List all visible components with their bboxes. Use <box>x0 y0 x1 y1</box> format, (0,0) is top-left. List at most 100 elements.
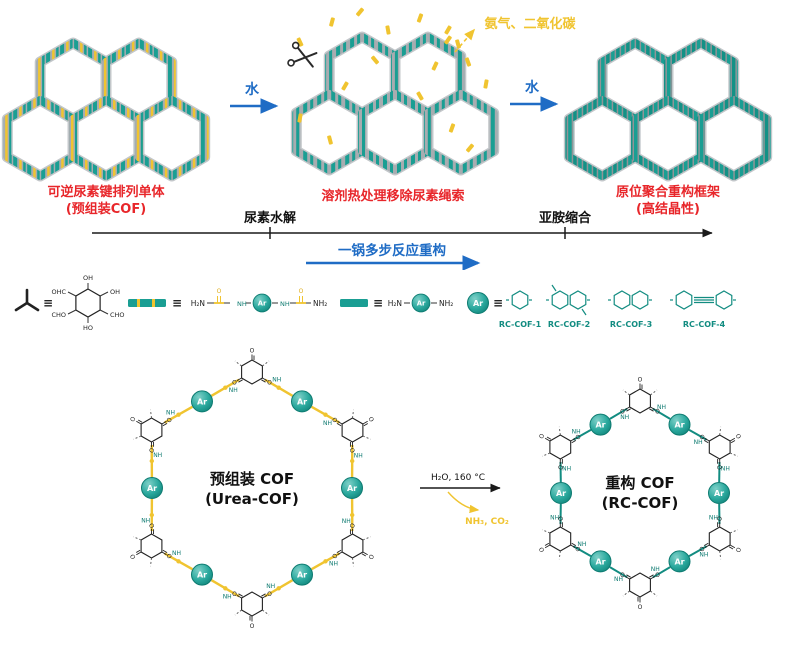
urea-fragment <box>416 91 424 101</box>
ar-node <box>291 390 313 413</box>
nh-label: NH <box>329 561 338 568</box>
nh-label: NH <box>577 541 586 548</box>
urea-linker-structure: H₂N O NH NH O NH₂ <box>191 288 327 313</box>
nh-label: NH <box>153 452 162 459</box>
carbonyl-group <box>223 586 228 591</box>
urea-cof-title-line1: 预组装 COF <box>210 470 294 488</box>
carbonyl-o-label: O <box>299 288 304 295</box>
tfp-unit <box>528 513 584 570</box>
macrocycle-panel: NH NH NH NH NH NH NH NH NH NH NH NH NH NH NH NH NH NH NH N… <box>119 346 752 630</box>
ar-node <box>252 293 272 313</box>
nh-label: NH <box>550 515 559 522</box>
ar-node <box>467 292 489 314</box>
tfp-unit <box>696 513 752 570</box>
nh-label: NH <box>651 566 660 573</box>
rc-cof-3-label: RC-COF-3 <box>610 320 652 329</box>
nh-label: NH <box>266 583 275 590</box>
urea-cof-title-line2: (Urea-COF) <box>205 490 299 508</box>
ar-node <box>589 550 612 573</box>
urea-strut-icon <box>128 299 166 307</box>
nh-label: NH <box>141 518 150 525</box>
ar-node <box>411 293 431 313</box>
nh-label: NH <box>229 387 238 394</box>
nh-label: NH <box>342 518 351 525</box>
cho-label: CHO <box>51 311 66 319</box>
urea-fragment <box>444 35 452 45</box>
urea-fragment <box>329 17 335 27</box>
ar-node <box>291 563 313 586</box>
nh-label: NH <box>562 465 571 472</box>
rc-cof-4-label: RC-COF-4 <box>683 320 726 329</box>
aryl-option-4: RC-COF-4 <box>670 290 738 329</box>
nh-label: NH <box>280 300 290 308</box>
urea-fragment <box>296 37 304 47</box>
ohc-label: OHC <box>51 288 66 296</box>
rc-cof-title-line2: (RC-COF) <box>602 494 679 512</box>
nh-label: NH <box>354 452 363 459</box>
nh-label: NH <box>223 593 232 600</box>
caption-preassembled-line1: 可逆尿素键排列单体 <box>47 184 165 200</box>
ar-node <box>708 482 730 504</box>
nh-label: NH <box>572 428 581 435</box>
nh-label: NH <box>721 466 730 473</box>
tritopic-node-icon <box>14 288 40 312</box>
caption-preassembled-line2: (预组装COF) <box>66 201 146 217</box>
carbonyl-group <box>149 512 154 518</box>
aryl-option-1: RC-COF-1 <box>499 290 542 329</box>
reconstructed-cof-structure <box>569 43 766 176</box>
nh-label: NH <box>166 409 175 416</box>
ho-label: HO <box>83 324 93 332</box>
water-label-1: 水 <box>245 81 260 98</box>
tfp-unit <box>119 520 175 577</box>
nh-label: NH <box>709 515 718 522</box>
carbonyl-group <box>276 385 281 390</box>
ar-node <box>589 413 612 436</box>
tfp-unit <box>329 399 385 456</box>
scissors-icon <box>287 41 318 68</box>
ar-node <box>191 390 213 413</box>
oh-label: OH <box>110 288 120 296</box>
legend-panel: ≡ OH OHC CHO HO OH CHO ≡ H₂N <box>14 274 738 332</box>
urea-fragment <box>431 61 439 71</box>
caption-solvothermal: 溶剂热处理移除尿素绳索 <box>321 188 464 204</box>
equivalence-sign: ≡ <box>373 296 383 310</box>
water-label-2: 水 <box>525 79 540 96</box>
oh-label: OH <box>83 274 93 282</box>
ar-node <box>668 550 691 573</box>
urea-fragment <box>370 55 380 65</box>
cho-label: CHO <box>110 311 125 319</box>
nh-label: NH <box>272 377 281 384</box>
ar-node <box>191 563 213 586</box>
nh-label: NH <box>620 414 629 421</box>
urea-fragment <box>448 123 456 133</box>
carbonyl-group <box>149 458 154 464</box>
rc-cof-title-line1: 重构 COF <box>605 474 674 492</box>
urea-fragment <box>341 81 349 91</box>
tfp-unit <box>528 416 584 473</box>
preassembled-cof-structure <box>7 43 204 176</box>
equivalence-sign: ≡ <box>172 296 182 310</box>
caption-reconstructed-line2: (高结晶性) <box>636 201 700 217</box>
carbonyl-o-label: O <box>217 288 222 295</box>
urea-fragment <box>416 13 424 23</box>
stage-urea-hydrolysis: 尿素水解 <box>244 210 296 226</box>
amine-strut-icon <box>340 299 368 307</box>
byproduct-arrow <box>447 491 480 514</box>
nh-label: NH <box>699 552 708 559</box>
equivalence-sign: ≡ <box>43 296 53 310</box>
ar-node <box>550 482 572 504</box>
rc-cof-1-label: RC-COF-1 <box>499 320 542 329</box>
solvothermal-cof-structure <box>296 37 493 170</box>
carbonyl-group <box>350 458 355 464</box>
equivalence-sign: ≡ <box>493 296 503 310</box>
tfp-unit <box>696 416 752 473</box>
carbonyl-group <box>176 412 181 417</box>
nh-label: NH <box>172 550 181 557</box>
urea-fragment <box>327 135 333 145</box>
urea-fragment <box>444 25 452 35</box>
urea-fragment <box>483 79 489 89</box>
aryl-option-2: RC-COF-2 <box>546 284 592 329</box>
nh-label: NH <box>323 420 332 427</box>
